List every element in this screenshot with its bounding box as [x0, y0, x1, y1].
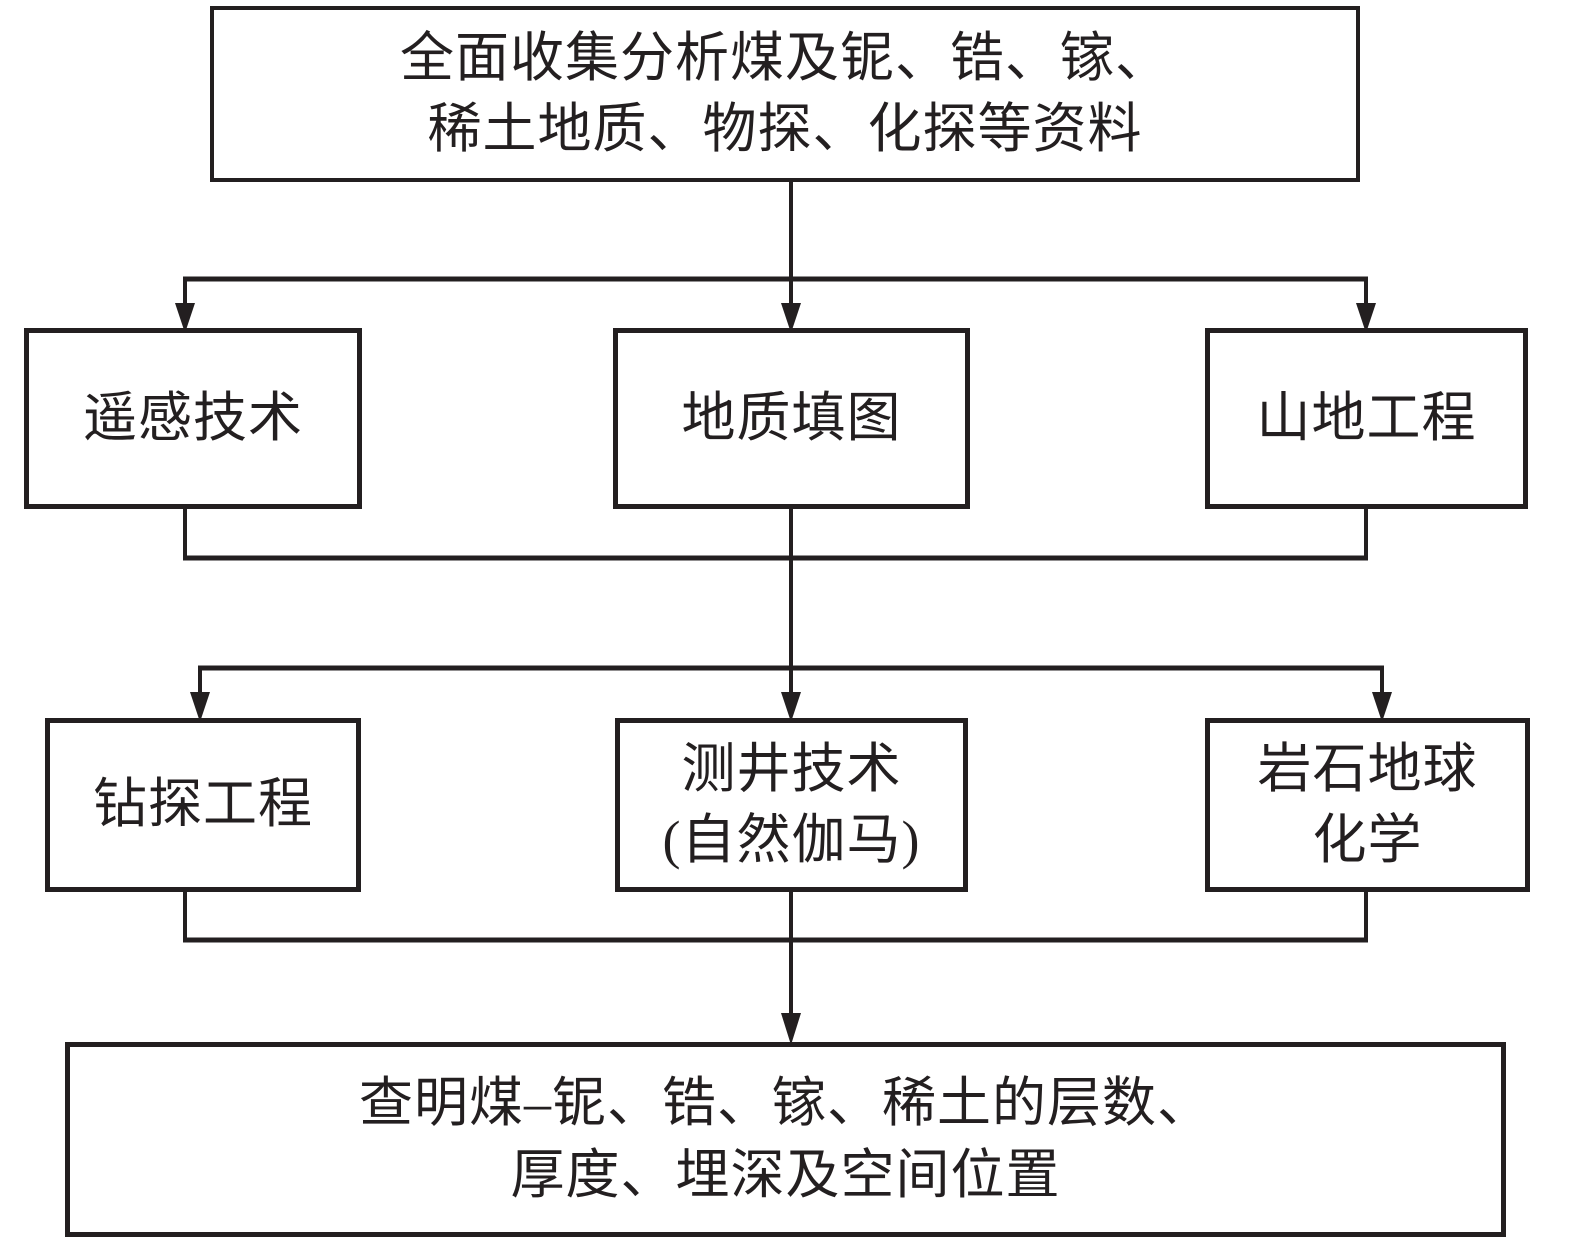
node-rock-geochemistry-line1: 岩石地球	[1257, 738, 1478, 799]
arrowhead-rock-geochemistry	[1372, 692, 1392, 722]
node-drilling-engineering: 钻探工程	[45, 718, 361, 892]
arrowhead-mountain-engineering	[1356, 303, 1376, 333]
node-result: 查明煤–铌、锆、镓、稀土的层数、 厚度、埋深及空间位置	[65, 1042, 1506, 1237]
node-result-line2: 厚度、埋深及空间位置	[510, 1144, 1061, 1205]
arrowhead-drilling	[190, 692, 210, 722]
node-well-logging-line1: 测井技术	[681, 738, 902, 799]
arrowhead-remote-sensing	[175, 303, 195, 333]
arrowhead-geological-mapping	[781, 303, 801, 333]
node-well-logging: 测井技术 (自然伽马)	[615, 718, 968, 892]
node-remote-sensing: 遥感技术	[24, 328, 362, 509]
node-rock-geochemistry: 岩石地球 化学	[1205, 718, 1530, 892]
node-data-collection-line1: 全面收集分析煤及铌、锆、镓、	[400, 27, 1170, 88]
node-remote-sensing-label: 遥感技术	[83, 387, 303, 448]
node-geological-mapping-label: 地质填图	[681, 387, 902, 448]
arrowhead-result	[781, 1013, 801, 1045]
node-result-line1: 查明煤–铌、锆、镓、稀土的层数、	[359, 1073, 1212, 1134]
node-data-collection: 全面收集分析煤及铌、锆、镓、 稀土地质、物探、化探等资料	[210, 6, 1360, 182]
node-well-logging-line2: (自然伽马)	[662, 810, 921, 870]
node-mountain-engineering-label: 山地工程	[1256, 387, 1477, 448]
node-mountain-engineering: 山地工程	[1205, 328, 1528, 509]
node-geological-mapping: 地质填图	[613, 328, 970, 509]
arrowhead-well-logging	[781, 692, 801, 722]
node-data-collection-line2: 稀土地质、物探、化探等资料	[427, 99, 1143, 159]
node-rock-geochemistry-line2: 化学	[1312, 810, 1423, 870]
node-drilling-engineering-label: 钻探工程	[93, 774, 313, 835]
